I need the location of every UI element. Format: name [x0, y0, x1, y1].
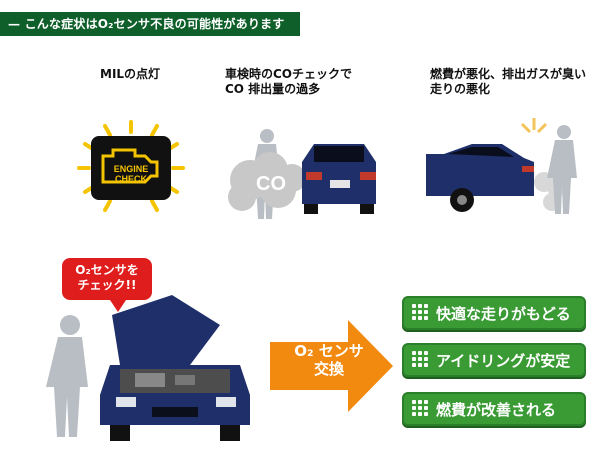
header-banner: — こんな症状はO₂センサ不良の可能性があります [0, 12, 300, 36]
car-side-icon [426, 144, 534, 212]
grid-icon [412, 400, 430, 418]
symptom-label-co: 車検時のCOチェックで CO 排出量の過多 [225, 67, 352, 97]
car-hood-open-illustration [46, 295, 250, 441]
sun-burst-icon [520, 118, 548, 134]
engine-check-line1: ENGINE [114, 164, 149, 174]
check-sensor-callout: O₂センサを チェック!! [62, 258, 152, 312]
person-silhouette-icon [46, 315, 88, 437]
co-emission-illustration: CO [228, 129, 376, 219]
grid-icon [412, 304, 430, 322]
car-open-hood-icon [100, 295, 250, 441]
benefit-fuel-economy: 燃費が改善される [402, 392, 586, 426]
symptom-mil-line1: MILの点灯 [100, 67, 161, 81]
benefit-label: 燃費が改善される [436, 400, 557, 419]
replace-arrow-label: O₂ センサ 交換 [285, 342, 373, 378]
arrow-line2: 交換 [313, 360, 344, 378]
benefit-comfortable-driving: 快適な走りがもどる [402, 296, 586, 330]
arrow-line1: O₂ センサ [294, 342, 364, 360]
symptom-label-mil: MILの点灯 [100, 67, 160, 82]
symptom-label-fuel: 燃費が悪化、排出ガスが臭い 走りの悪化 [430, 67, 586, 97]
symptom-co-line2: CO 排出量の過多 [225, 82, 321, 96]
co-cloud-text: CO [256, 173, 286, 195]
symptom-fuel-line2: 走りの悪化 [430, 82, 491, 96]
grid-icon [412, 351, 430, 369]
smoke-cloud-icon [228, 152, 306, 211]
benefit-label: アイドリングが安定 [436, 351, 571, 370]
benefit-label: 快適な走りがもどる [436, 304, 571, 323]
symptom-co-line1: 車検時のCOチェックで [225, 67, 353, 81]
fuel-smell-illustration [426, 118, 577, 214]
car-rear-icon [302, 144, 376, 214]
engine-check-light-icon: ENGINE CHECK [77, 120, 185, 212]
engine-check-line2: CHECK [115, 174, 148, 184]
replace-arrow-icon [270, 320, 393, 412]
callout-line2: チェック!! [77, 278, 137, 292]
person-silhouette-icon [547, 125, 577, 214]
benefit-stable-idling: アイドリングが安定 [402, 343, 586, 377]
callout-line1: O₂センサを [75, 263, 139, 277]
symptom-fuel-line1: 燃費が悪化、排出ガスが臭い [430, 67, 587, 81]
